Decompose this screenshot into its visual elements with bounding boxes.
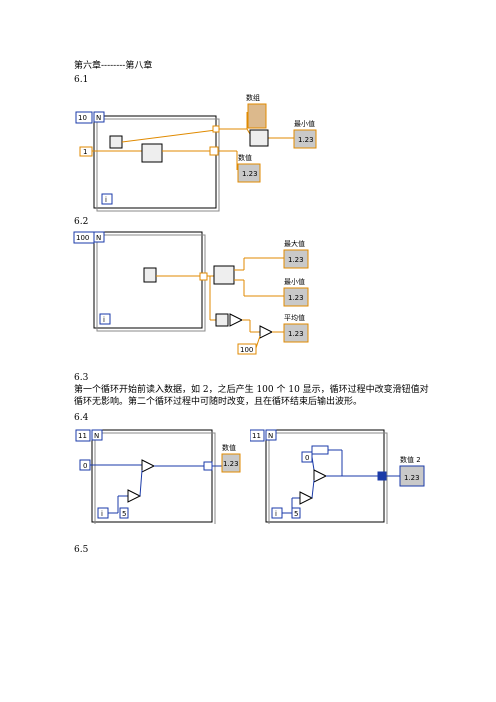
loop-count-terminal: N [96, 114, 101, 122]
section-heading-6-2: 6.2 [74, 217, 89, 227]
add-node [313, 469, 328, 483]
multiplier-constant: 5 [122, 510, 126, 518]
iteration-terminal: i [103, 316, 105, 324]
value-2-label: 数值 2 [400, 455, 421, 464]
min-value-label: 最小值 [284, 277, 305, 286]
initial-constant: 0 [83, 462, 87, 470]
min-value-label: 最小值 [294, 119, 315, 128]
input-constant: 1 [83, 148, 87, 156]
loop-count-terminal: N [94, 432, 99, 440]
multiplier-constant: 5 [294, 510, 298, 518]
max-value-indicator: 1.23 [288, 256, 304, 264]
loop-count-constant: 10 [78, 114, 87, 122]
multiply-node [299, 491, 314, 505]
max-value-label: 最大值 [284, 239, 305, 248]
second-divide-node [259, 325, 274, 339]
random-number-node [143, 267, 157, 283]
add-node [141, 459, 156, 473]
initial-constant: 0 [305, 454, 309, 462]
shift-register-node [311, 445, 329, 455]
value-2-indicator: 1.23 [404, 474, 420, 482]
build-array-node [141, 143, 163, 163]
section-heading-6-3: 6.3 [74, 373, 89, 383]
loop-count-constant: 11 [78, 432, 87, 440]
block-diagram-6-4-left: 11 N 0 i 5 数值 1.23 [75, 429, 241, 524]
block-diagram-6-1: 10 N i 1 数组 最小值 1.23 数值 1.23 [75, 93, 317, 212]
page-title: 第六章--------第八章 [74, 61, 153, 71]
block-diagram-6-4-right: 11 N 0 i 5 数值 2 1.23 [250, 429, 425, 524]
loop-count-terminal: N [96, 234, 101, 242]
loop-count-terminal: N [268, 432, 273, 440]
section-heading-6-4: 6.4 [74, 413, 89, 423]
random-number-node [109, 135, 123, 149]
min-value-indicator: 1.23 [298, 136, 314, 144]
array-min-max-node [249, 129, 269, 147]
constant-100: 100 [240, 346, 253, 354]
divide-node [229, 313, 244, 327]
iteration-terminal: i [105, 196, 107, 204]
array-label: 数组 [246, 93, 260, 102]
iteration-terminal: i [275, 510, 277, 518]
iteration-terminal: i [101, 510, 103, 518]
value-label: 数值 [238, 153, 252, 162]
value-indicator: 1.23 [223, 460, 239, 468]
add-array-elements-node [215, 313, 229, 327]
array-max-min-node [213, 265, 235, 285]
section-heading-6-5: 6.5 [74, 545, 89, 555]
block-diagram-6-2: 100 N i 100 最大值 1.23 最小值 1.23 平均值 1.23 [73, 231, 309, 355]
section-6-3-body: 第一个循环开始前读入数据，如 2，之后产生 100 个 10 显示，循环过程中改… [74, 385, 429, 407]
average-value-label: 平均值 [284, 313, 305, 322]
multiply-node [127, 489, 142, 503]
value-indicator: 1.23 [242, 170, 258, 178]
loop-count-constant: 100 [76, 234, 89, 242]
loop-count-constant: 11 [252, 432, 261, 440]
value-label: 数值 [222, 443, 236, 452]
section-heading-6-1: 6.1 [74, 75, 89, 85]
average-value-indicator: 1.23 [288, 330, 304, 338]
min-value-indicator: 1.23 [288, 294, 304, 302]
